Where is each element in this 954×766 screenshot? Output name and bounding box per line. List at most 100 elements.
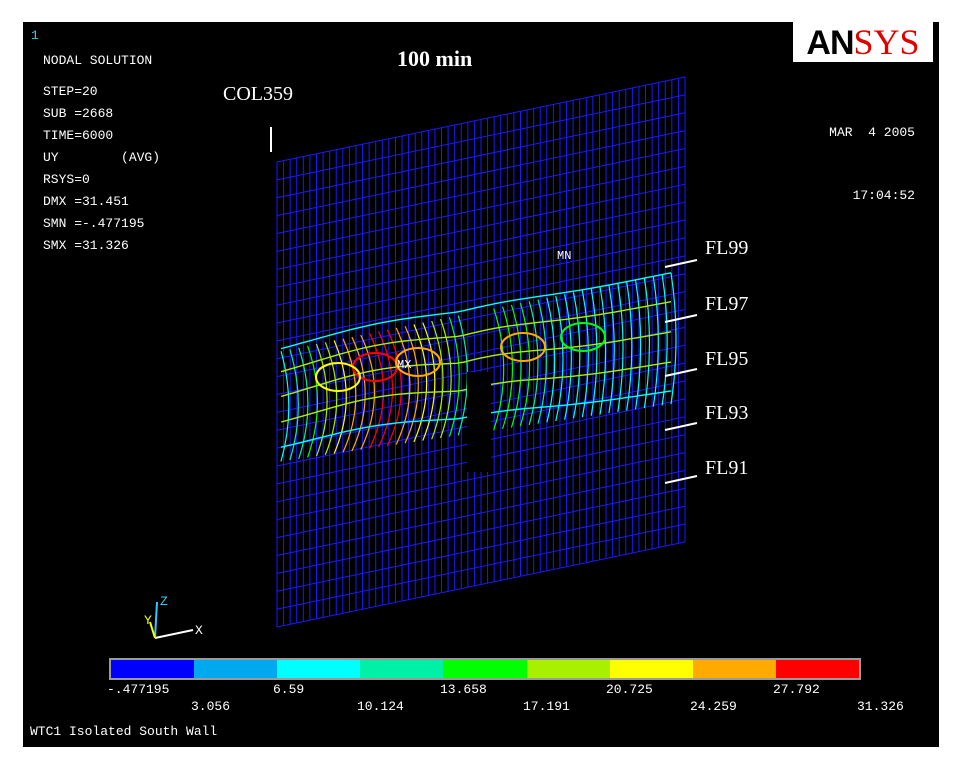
timestamp: MAR 4 2005 17:04:52 <box>829 80 915 248</box>
mesh-horizontal-line <box>276 434 686 521</box>
mesh-horizontal-line <box>276 130 686 217</box>
mesh-horizontal-line <box>276 487 686 574</box>
deformed-vertical-line <box>546 297 556 423</box>
deformed-vertical-line <box>643 278 651 409</box>
info-smn: SMN =-.477195 <box>43 216 145 231</box>
info-time: TIME=6000 <box>43 128 114 143</box>
legend-band-2 <box>194 660 278 678</box>
mesh-horizontal-line <box>276 541 686 628</box>
legend-value-1: -.477195 <box>107 682 170 697</box>
legend-value-6: 17.191 <box>523 699 570 714</box>
deformed-vertical-line <box>439 318 452 439</box>
legend-value-9: 27.792 <box>773 682 820 697</box>
mesh-horizontal-line <box>276 183 686 270</box>
fl93-leader <box>664 422 698 431</box>
legend-band-4 <box>360 660 444 678</box>
mesh-horizontal-line <box>276 291 686 378</box>
max-marker: MX <box>397 358 411 372</box>
mesh-grid <box>276 76 686 628</box>
deformed-vertical-line <box>493 308 505 431</box>
deformed-vertical-line <box>670 272 677 405</box>
info-dmx: DMX =31.451 <box>43 194 129 209</box>
axis-triad: X Z Y <box>144 594 203 639</box>
info-smx: SMX =31.326 <box>43 238 129 253</box>
mesh-horizontal-line <box>276 201 686 288</box>
deformed-vertical-line <box>404 326 419 444</box>
floor-label-fl97: FL97 <box>705 293 748 315</box>
mesh-horizontal-line <box>276 112 686 199</box>
deformed-vertical-line <box>448 317 460 437</box>
mesh-horizontal-line <box>276 148 686 235</box>
floor-label-fl95: FL95 <box>705 348 748 370</box>
time-text: 17:04:52 <box>852 188 915 203</box>
deformed-vertical-line <box>315 343 328 457</box>
deformed-vertical-line <box>661 274 668 406</box>
legend-value-4: 10.124 <box>357 699 404 714</box>
mesh-horizontal-line <box>276 255 686 342</box>
date-text: MAR 4 2005 <box>829 125 915 140</box>
plot-title: 100 min <box>397 46 473 71</box>
mesh-horizontal-line <box>276 165 686 252</box>
legend-band-8 <box>692 660 776 678</box>
mesh-horizontal-line <box>276 237 686 324</box>
deformed-vertical-line <box>298 347 309 459</box>
plot-footer: WTC1 Isolated South Wall <box>30 724 218 739</box>
deformed-floor-line <box>280 331 672 398</box>
ansys-logo: ANSYS <box>793 22 933 62</box>
legend-value-2: 3.056 <box>191 699 231 714</box>
x-axis-label: X <box>195 623 203 638</box>
deformed-vertical-line <box>342 338 357 453</box>
deformed-vertical-line <box>422 322 436 441</box>
legend-band-7 <box>609 660 693 678</box>
z-axis-line <box>154 601 158 639</box>
deformed-vertical-line <box>413 324 428 443</box>
mesh-horizontal-line <box>276 469 686 556</box>
fl99-leader <box>664 259 698 268</box>
deformed-vertical-line <box>581 290 589 418</box>
y-axis-line <box>149 621 156 639</box>
deformed-vertical-line <box>519 302 531 427</box>
mesh-horizontal-line <box>276 452 686 539</box>
deformed-vertical-line <box>652 276 659 407</box>
deformed-vertical-line <box>599 286 607 415</box>
mesh-plot: MN MX FL99 FL97 FL95 FL93 FL91 X Z Y <box>144 76 748 639</box>
deformed-vertical-line <box>634 279 642 410</box>
floor-label-fl91: FL91 <box>705 457 748 479</box>
info-uy: UY (AVG) <box>43 150 161 165</box>
deformed-vertical-line <box>510 304 522 428</box>
logo-text-sys: SYS <box>853 22 920 62</box>
deformed-vertical-line <box>564 294 572 420</box>
deformed-vertical-line <box>502 306 514 430</box>
mesh-horizontal-line <box>276 94 686 181</box>
legend-band-9 <box>775 660 859 678</box>
info-sub: SUB =2668 <box>43 106 114 121</box>
deformed-vertical-line <box>608 285 615 414</box>
deformed-floor-line <box>280 300 672 373</box>
legend-band-5 <box>443 660 527 678</box>
fl95-leader <box>664 368 698 377</box>
floor-label-fl99: FL99 <box>705 237 748 259</box>
deformed-floor-line <box>280 272 672 350</box>
contour-hotspot <box>315 362 361 392</box>
mesh-horizontal-line <box>276 505 686 592</box>
deformed-vertical-line <box>555 295 564 422</box>
contour-hotspot <box>560 322 606 352</box>
contour-legend-bar <box>109 658 861 680</box>
legend-band-6 <box>526 660 610 678</box>
min-marker: MN <box>557 249 571 263</box>
deformed-vertical-line <box>431 320 444 440</box>
logo-text-an: AN <box>806 24 854 62</box>
graphics-window: 1 NODAL SOLUTION STEP=20 SUB =2668 TIME=… <box>22 21 940 748</box>
legend-value-8: 24.259 <box>690 699 737 714</box>
legend-value-5: 13.658 <box>440 682 487 697</box>
deformed-vertical-line <box>280 351 290 462</box>
info-rsys: RSYS=0 <box>43 172 90 187</box>
fl97-leader <box>664 314 698 323</box>
deformed-vertical-line <box>528 301 539 426</box>
legend-band-3 <box>277 660 361 678</box>
x-axis-line <box>154 629 194 639</box>
fl91-leader <box>664 475 698 484</box>
deformed-vertical-line <box>626 281 633 411</box>
deformed-vertical-line <box>617 283 624 412</box>
legend-value-10: 31.326 <box>857 699 904 714</box>
